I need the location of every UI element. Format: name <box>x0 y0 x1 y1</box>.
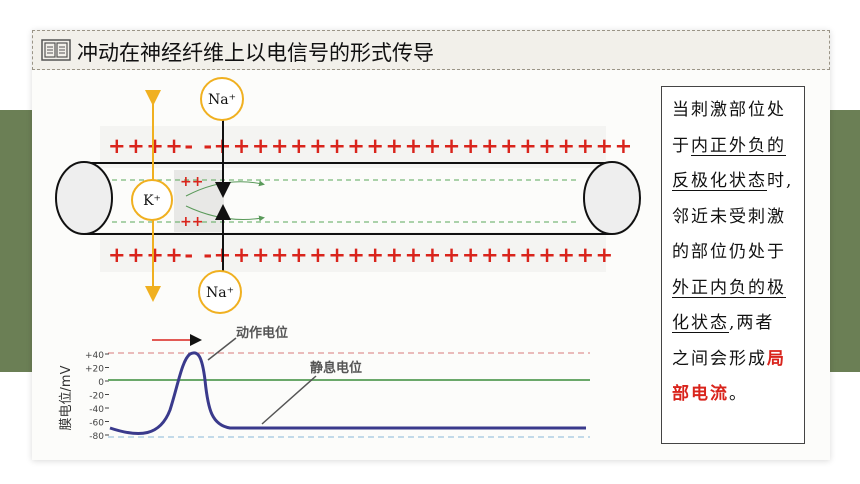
k-ion <box>131 179 173 221</box>
k-ion-label: K⁺ <box>143 193 161 209</box>
explanation-line: 于内正外负的 <box>672 135 786 156</box>
explanation-box: 当刺激部位处 于内正外负的 反极化状态时, 邻近未受刺激 的部位仍处于 外正内负… <box>661 86 805 444</box>
graph-ylabel: 膜电位/mV <box>59 365 74 430</box>
explanation-line: 反极化状态时, <box>672 171 794 191</box>
graph-tick-label: +40 <box>85 351 104 361</box>
action-potential-trace <box>109 351 586 436</box>
graph-tick-label: -40 <box>89 405 104 415</box>
action-label-pointer <box>207 337 237 361</box>
na-ion-bottom <box>198 270 242 314</box>
book-icon <box>41 38 71 66</box>
graph-tick-label: -20 <box>89 392 104 402</box>
graph-ticks: +40 +20 0 -20 -40 -60 -80 <box>85 351 109 442</box>
graph-tick-label: -80 <box>89 432 104 442</box>
na-ion-top <box>200 77 244 121</box>
explanation-line: 之间会形成局 <box>672 348 786 369</box>
inner-charges-top: ++ <box>180 174 203 190</box>
explanation-line: 邻近未受刺激 <box>672 206 786 227</box>
action-potential-label: 动作电位 <box>236 325 288 341</box>
title-bar: 冲动在神经纤维上以电信号的形式传导 <box>32 30 830 70</box>
explanation-line: 的部位仍处于 <box>672 242 786 262</box>
top-charges: ++++- -++++++++++++++++++++++ <box>108 134 634 158</box>
page-title: 冲动在神经纤维上以电信号的形式传导 <box>77 41 434 65</box>
explanation-line: 当刺激部位处 <box>672 100 786 120</box>
bottom-charge-strip <box>100 232 606 272</box>
graph-tick-label: +20 <box>85 365 104 375</box>
explanation-line: 部电流。 <box>672 384 748 404</box>
axon-right-end <box>583 161 641 235</box>
graph-tick-label: 0 <box>98 378 104 388</box>
top-charge-strip <box>100 126 606 168</box>
na-ion-bottom-label: Na⁺ <box>206 285 234 301</box>
graph-tick-label: -60 <box>89 419 104 429</box>
rest-label-pointer <box>261 375 317 425</box>
axon-left-end <box>55 161 113 235</box>
resting-potential-label: 静息电位 <box>310 360 362 376</box>
na-ion-top-label: Na⁺ <box>208 92 236 108</box>
explanation-line: 外正内负的极 <box>672 277 786 298</box>
explanation-line: 化状态,两者 <box>672 313 775 333</box>
bottom-charges: ++++- -+++++++++++++++++++++ <box>108 243 615 267</box>
membrane-potential-graph: 膜电位/mV +40 +20 0 -20 -40 -60 -80 动作电位 静息电位 <box>59 325 590 442</box>
inner-charges-bottom: ++ <box>180 214 203 230</box>
